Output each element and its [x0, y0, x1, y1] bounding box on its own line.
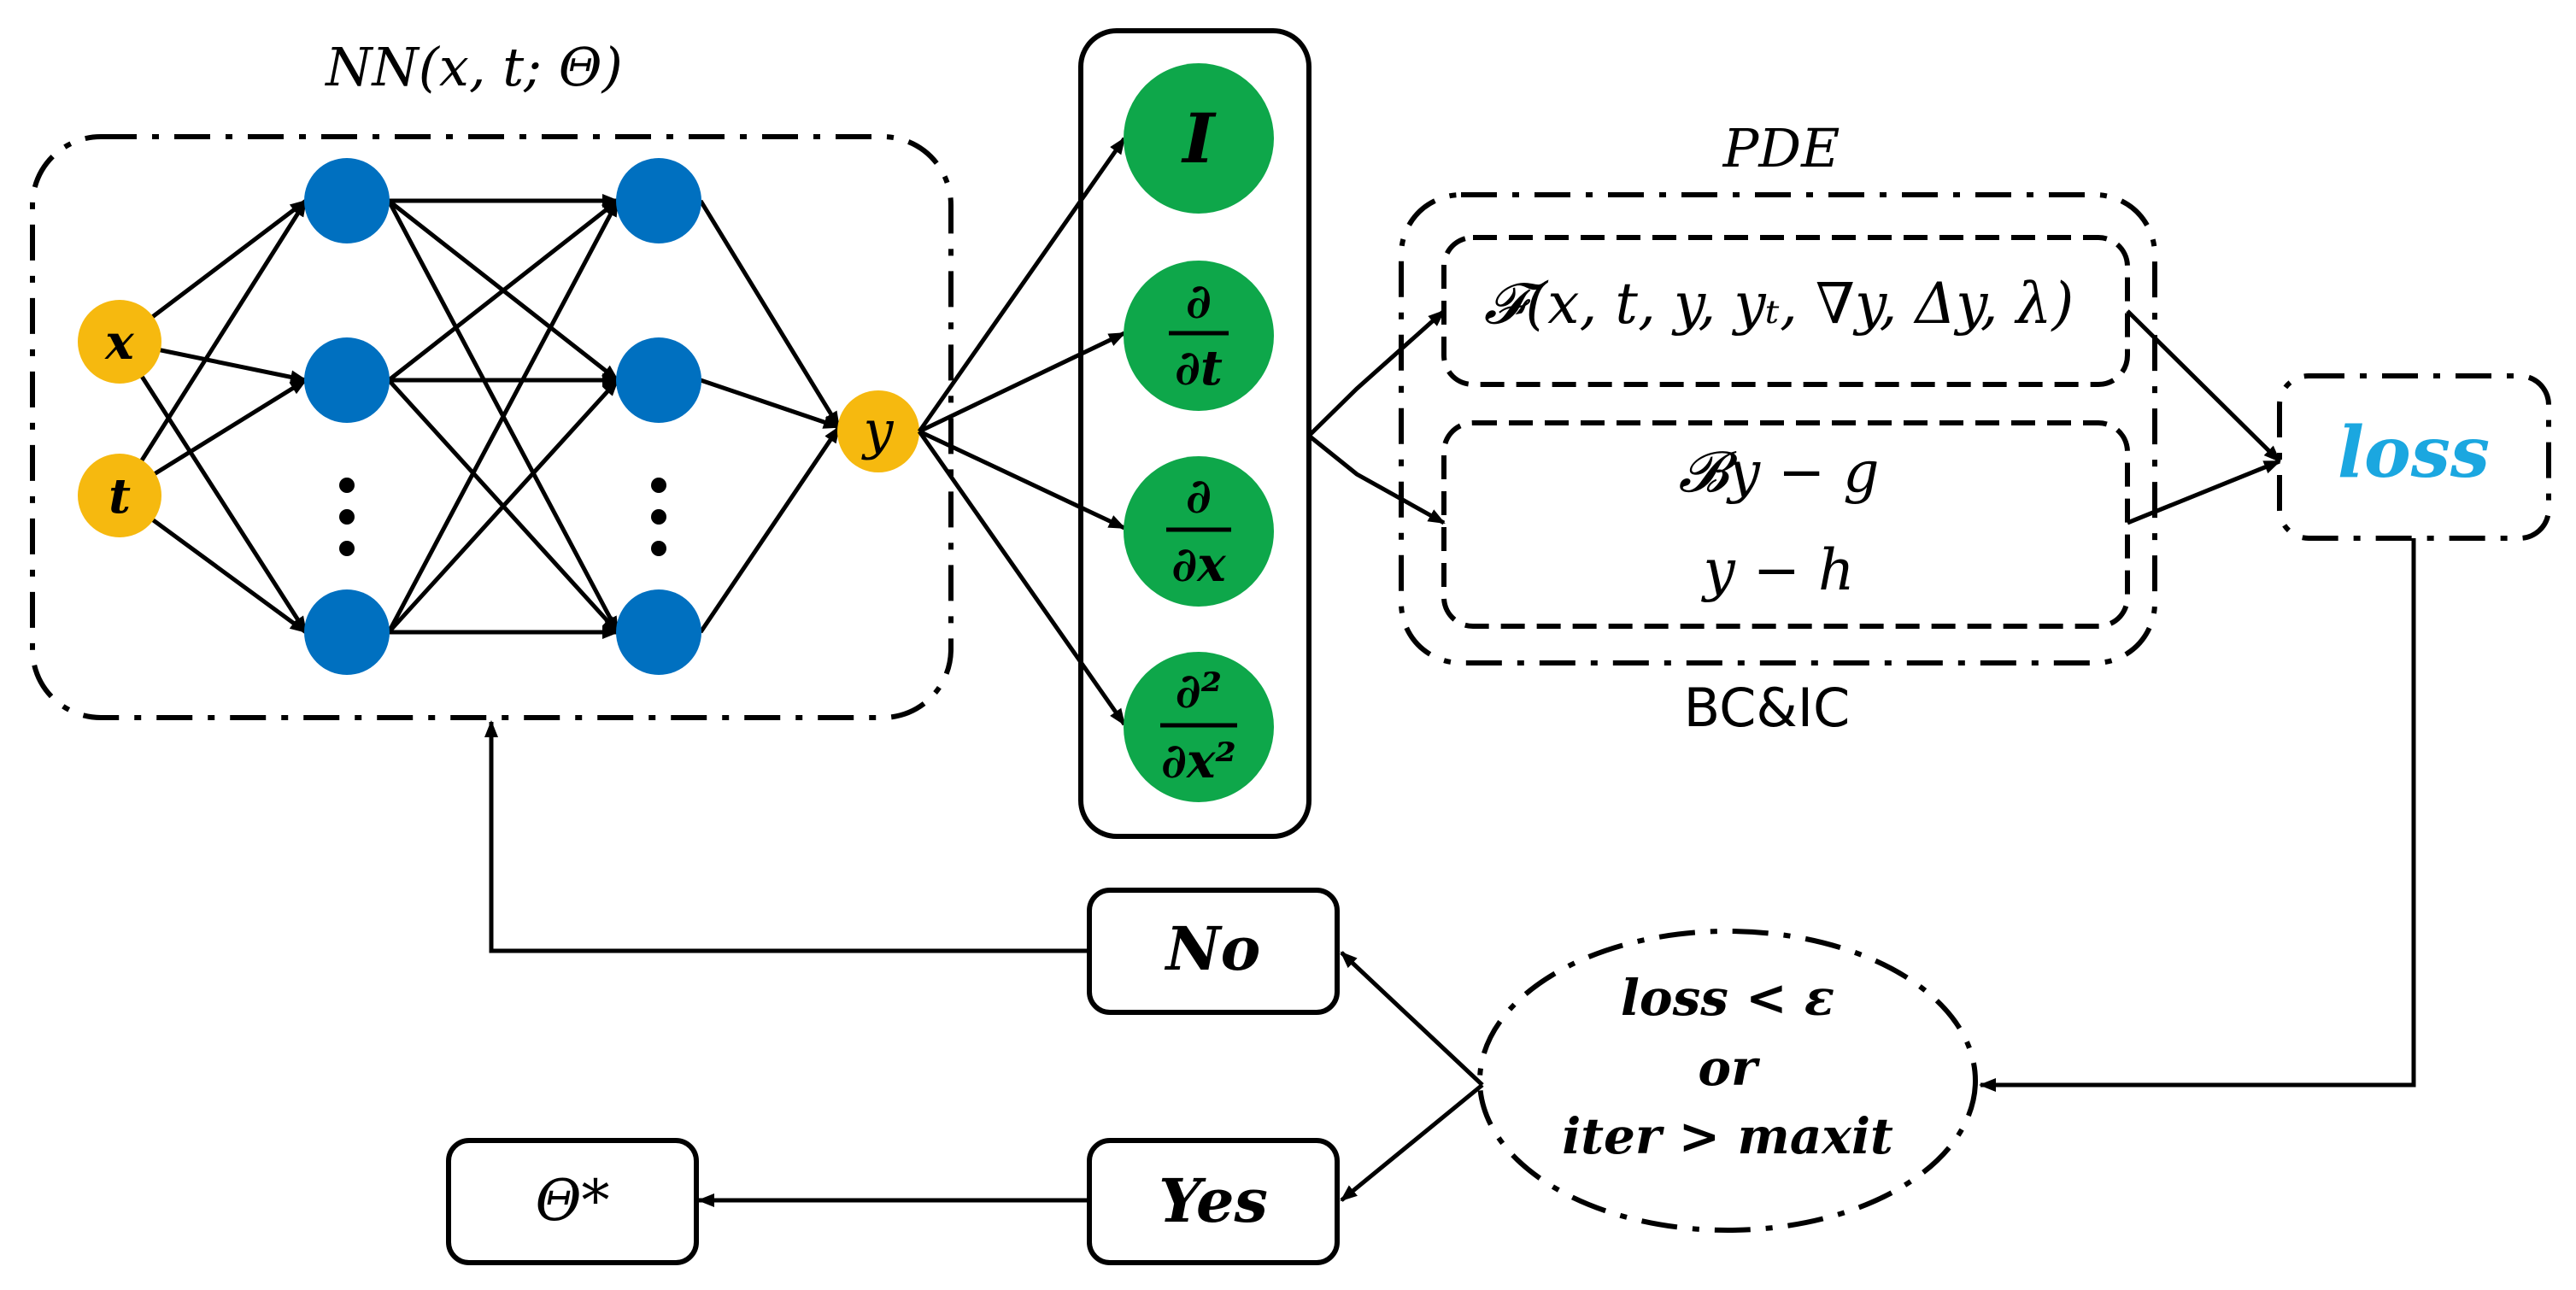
operator-d-dt: ∂ ∂t — [1124, 261, 1274, 411]
operators-to-residuals — [1307, 309, 1446, 525]
identity-label: I — [1181, 98, 1217, 179]
operator-d2-dx2: ∂² ∂x² — [1124, 652, 1274, 802]
hidden-layer-2-ellipsis — [651, 478, 666, 556]
residuals-to-loss — [1979, 309, 2416, 1092]
decision-line-1: loss < ε — [1621, 969, 1834, 1027]
result-box — [446, 1138, 699, 1265]
yes-branch: Yes — [697, 1083, 1484, 1265]
hidden-node — [616, 337, 701, 423]
decision-ellipse — [1477, 929, 1978, 1233]
output-label-y: y — [860, 399, 894, 461]
operator-panel: I ∂ ∂t ∂ ∂x ∂² ∂x² — [917, 28, 1311, 839]
network-title: NN(x, t; Θ) — [324, 36, 623, 98]
output-node-y: y — [837, 390, 919, 472]
operator-identity: I — [1124, 63, 1274, 214]
d2-dx2-numerator: ∂² — [1176, 663, 1222, 719]
input-label-x: x — [104, 314, 134, 371]
output-to-operators — [917, 137, 1127, 726]
decision-line-2: or — [1698, 1039, 1761, 1097]
hidden-node — [304, 589, 390, 675]
bcic-label: BC&IC — [1684, 677, 1851, 739]
pde-label: PDE — [1722, 117, 1840, 179]
hidden-node — [304, 337, 390, 423]
input-label-t: t — [109, 468, 131, 525]
no-label: No — [1165, 913, 1261, 984]
residual-panel: PDE 𝓕(x, t, y, yₜ, ∇y, Δy, λ) 𝓑y − g y −… — [1307, 117, 2157, 739]
hidden-layer-1-ellipsis — [339, 478, 355, 556]
loss-node: loss — [1979, 309, 2551, 1092]
loss-label: loss — [2338, 412, 2490, 494]
network-frame — [30, 134, 954, 720]
result-node: Θ* — [446, 1138, 699, 1265]
d-dt-denominator: ∂t — [1175, 340, 1223, 396]
neural-network: NN(x, t; Θ) — [30, 36, 954, 720]
hidden-node — [616, 158, 701, 243]
operator-d-dx: ∂ ∂x — [1124, 456, 1274, 607]
input-node-x: x — [78, 300, 161, 384]
residual-outer-frame — [1399, 192, 2157, 666]
input-node-t: t — [78, 454, 161, 537]
network-connections — [117, 194, 842, 639]
convergence-check: loss < ε or iter > maxit — [1477, 929, 1978, 1233]
hidden-node — [304, 158, 390, 243]
d-dx-denominator: ∂x — [1171, 537, 1226, 593]
d2-dx2-denominator: ∂x² — [1161, 733, 1236, 789]
d-dt-numerator: ∂ — [1186, 273, 1212, 330]
d-dx-numerator: ∂ — [1186, 468, 1212, 525]
hidden-node — [616, 589, 701, 675]
initial-residual: y − h — [1700, 537, 1854, 603]
no-branch: No — [484, 720, 1484, 1087]
boundary-residual: 𝓑y − g — [1678, 439, 1879, 505]
decision-line-3: iter > maxit — [1562, 1107, 1893, 1165]
result-label: Θ* — [535, 1168, 609, 1234]
pde-residual: 𝓕(x, t, y, yₜ, ∇y, Δy, λ) — [1484, 271, 2074, 337]
yes-label: Yes — [1159, 1165, 1268, 1236]
